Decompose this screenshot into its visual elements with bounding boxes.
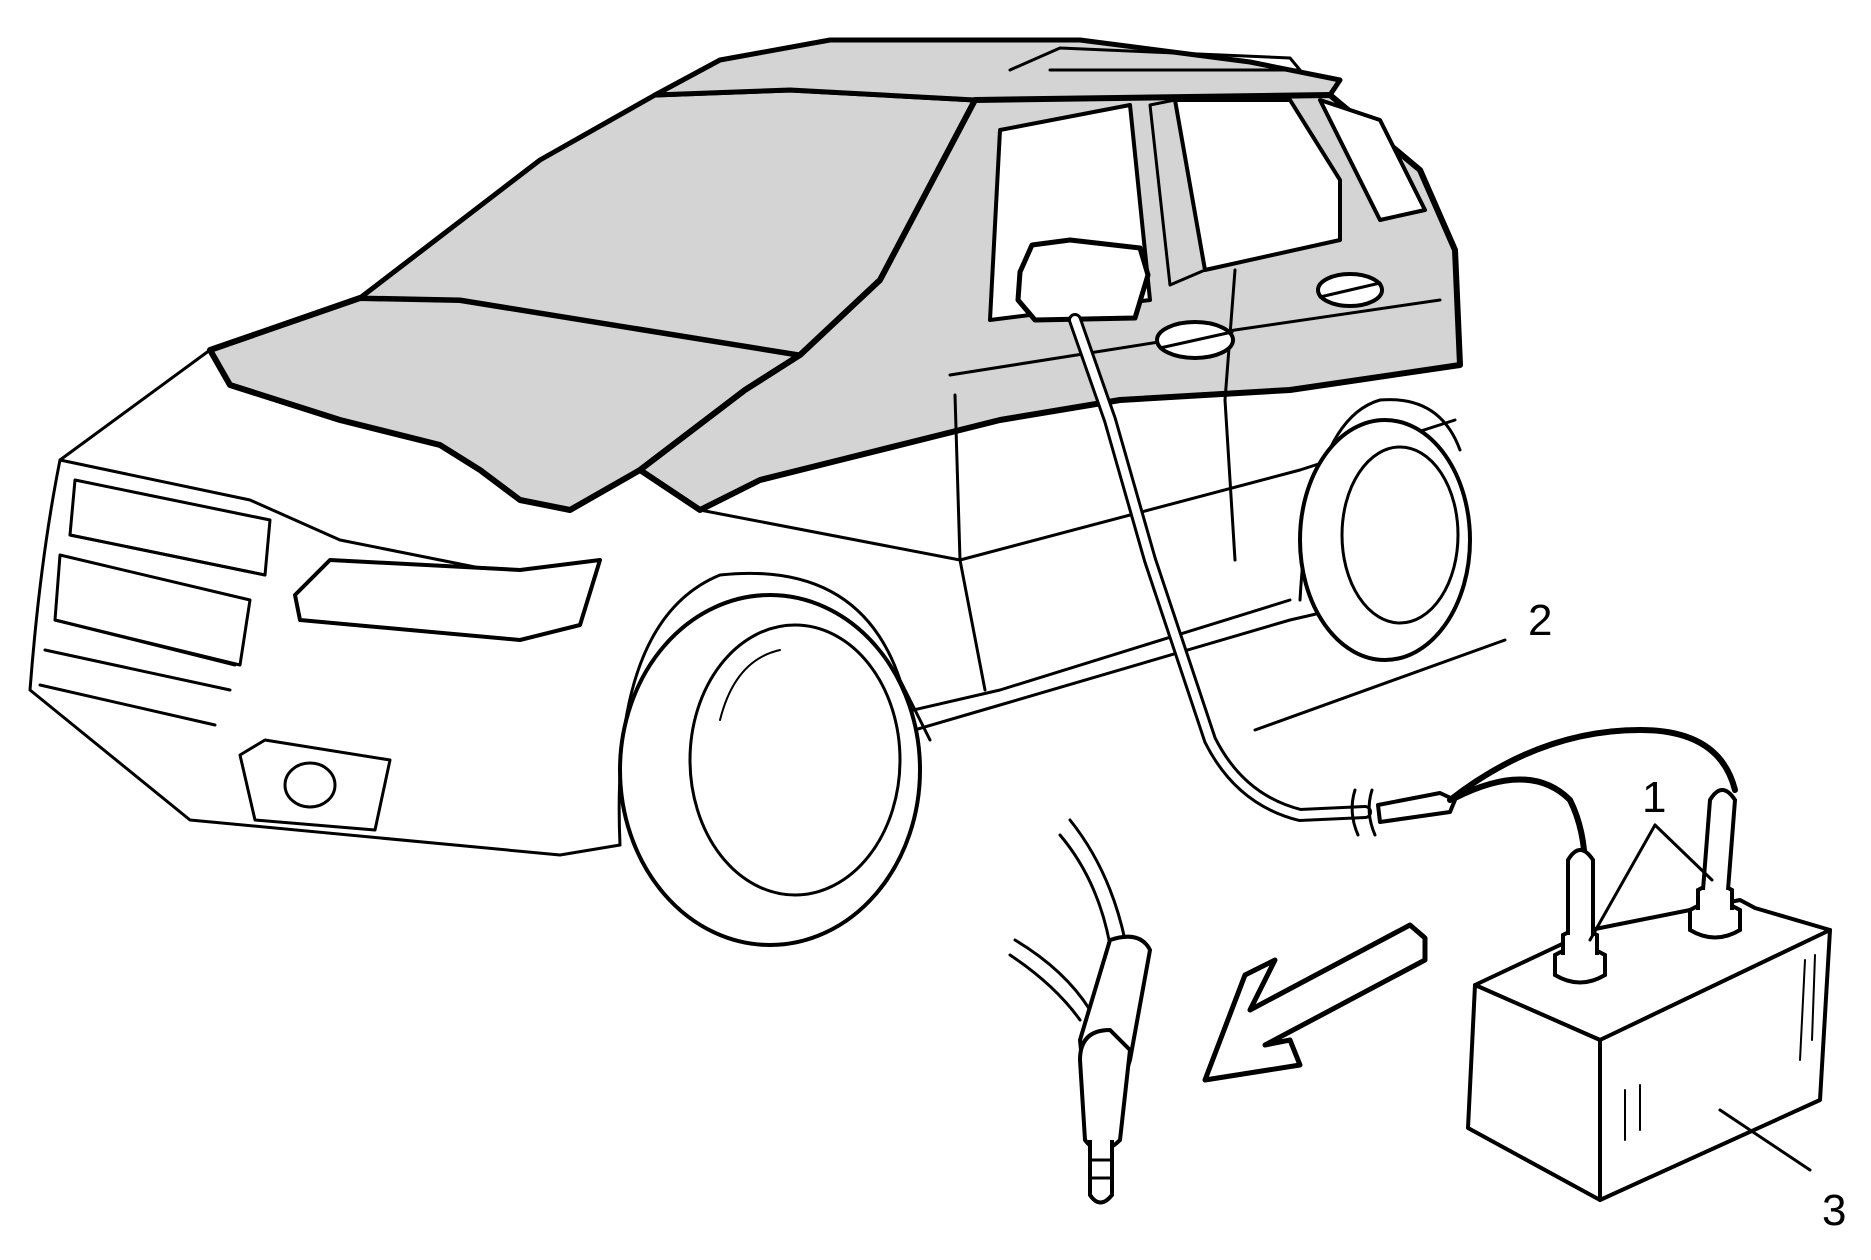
front-wheel <box>618 593 922 947</box>
cable-splitter <box>1376 791 1457 824</box>
front-grille <box>38 478 272 727</box>
side-mirror <box>1015 237 1151 323</box>
lighter-plug <box>1008 818 1152 1205</box>
positive-lead <box>1452 776 1588 873</box>
direction-arrow-icon <box>1202 922 1428 1083</box>
quarter-window <box>1318 98 1427 222</box>
cable-break-mark <box>1350 788 1360 837</box>
leader-line-1a <box>1588 823 1657 942</box>
front-bumper <box>28 458 622 857</box>
leader-line-2 <box>1253 638 1507 732</box>
front-fascia-top <box>58 348 542 582</box>
battery-terminal-positive <box>1553 928 1607 985</box>
roof-rail <box>1008 46 1302 72</box>
headlight <box>293 558 602 642</box>
battery-terminal-negative <box>1688 883 1742 940</box>
battery <box>1466 898 1832 1202</box>
leader-line-3 <box>1718 1108 1812 1172</box>
rear-door-edge <box>1223 268 1237 562</box>
plug-barrel <box>1078 1028 1132 1152</box>
b-pillar <box>1148 98 1207 287</box>
fog-light <box>238 738 392 832</box>
leader-line-1b <box>1653 823 1714 882</box>
cable-break-mark <box>1367 788 1377 837</box>
rear-wheel <box>1298 418 1472 662</box>
callout-label-3: 3 <box>1822 1186 1846 1235</box>
door-beltline <box>948 298 1442 377</box>
front-door-handle <box>1155 320 1235 360</box>
vehicle <box>28 37 1472 947</box>
callout-label-1: 1 <box>1642 773 1666 822</box>
plug-tip <box>1088 1140 1114 1205</box>
power-cable <box>1068 313 1738 873</box>
front-door-edge <box>953 393 987 692</box>
negative-lead <box>1447 727 1738 803</box>
negative-clamp <box>1701 788 1738 891</box>
rear-door-handle <box>1316 272 1384 308</box>
callout-label-2: 2 <box>1528 596 1552 645</box>
rocker-panel-lower <box>868 598 1292 722</box>
positive-clamp <box>1566 848 1595 935</box>
